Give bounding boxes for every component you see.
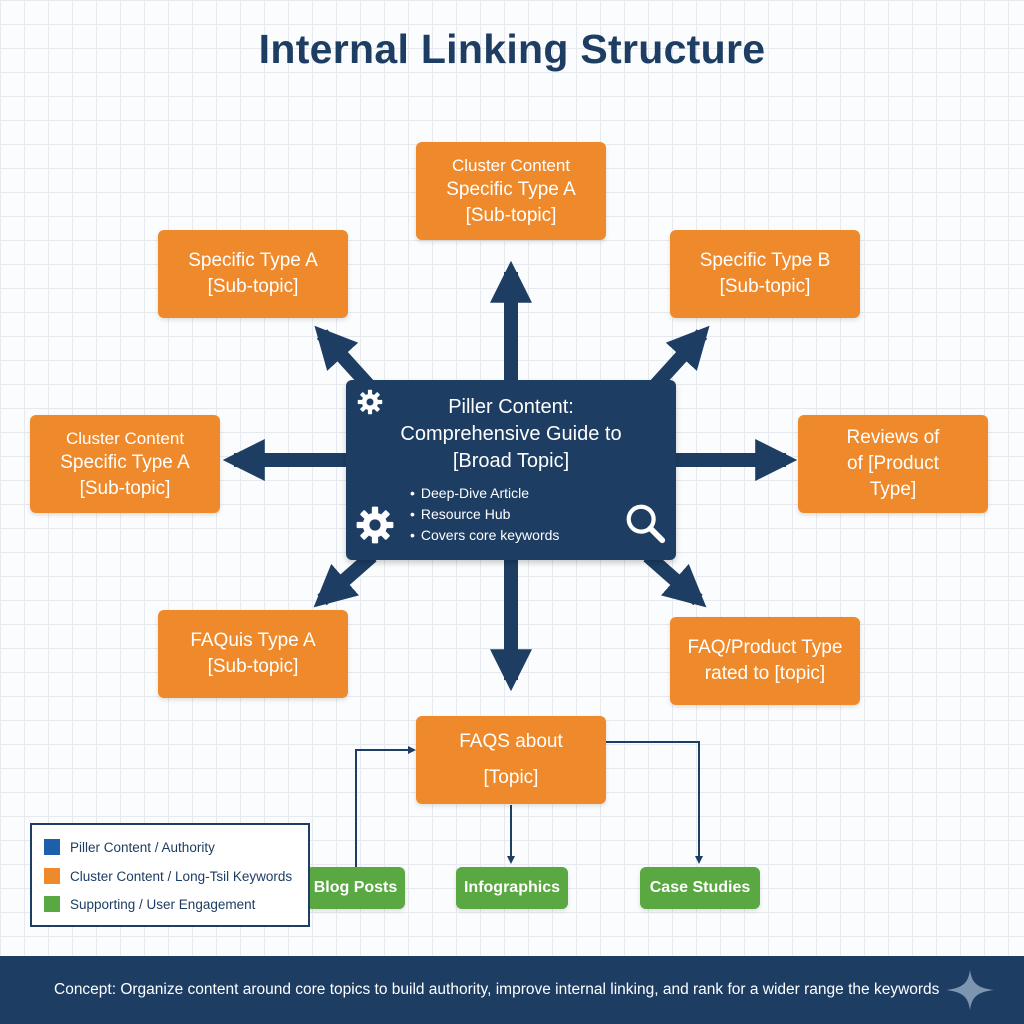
footer-concept-text: Concept: Organize content around core to… xyxy=(54,981,940,998)
supporting-node-case-studies: Case Studies xyxy=(640,867,760,909)
cluster-node-right: Reviews of of [Product Type] xyxy=(798,415,988,513)
legend-item-piller: Piller Content / Authority xyxy=(44,839,215,855)
pillar-bullet: Resource Hub xyxy=(410,504,559,525)
pillar-bullet: Covers core keywords xyxy=(410,525,560,546)
gear-icon xyxy=(357,389,383,415)
pillar-bullet: Deep-Dive Article xyxy=(410,483,559,504)
cluster-node-top-right: Specific Type B [Sub-topic] xyxy=(670,230,860,318)
pillar-node: Piller Content: Comprehensive Guide to [… xyxy=(346,380,676,560)
sparkle-icon xyxy=(946,970,994,1010)
diagram-title: Internal Linking Structure xyxy=(258,26,766,72)
cluster-node-bottom-right: FAQ/Product Type rated to [topic] xyxy=(670,617,860,705)
cluster-node-bottom-faq: FAQS about [Topic] xyxy=(416,716,606,804)
legend-swatch xyxy=(44,896,60,912)
cluster-node-top-left: Specific Type A [Sub-topic] xyxy=(158,230,348,318)
legend: Piller Content / Authority Cluster Conte… xyxy=(30,823,310,927)
link-blog-to-faq xyxy=(355,746,416,868)
legend-item-supporting: Supporting / User Engagement xyxy=(44,896,255,912)
supporting-node-blog-posts: Blog Posts xyxy=(306,867,405,909)
gear-icon xyxy=(356,506,394,544)
arrow-to-bottom-left xyxy=(313,550,377,608)
legend-swatch xyxy=(44,868,60,884)
pillar-title: Piller Content: Comprehensive Guide to [… xyxy=(400,396,622,472)
arrow-to-bottom-right xyxy=(643,550,707,608)
legend-item-cluster: Cluster Content / Long-Tsil Keywords xyxy=(44,868,292,884)
legend-swatch xyxy=(44,839,60,855)
cluster-node-left: Cluster Content Specific Type A [Sub-top… xyxy=(30,415,220,513)
link-faq-to-case-studies xyxy=(606,741,703,864)
pillar-bullet-list: Deep-Dive Article Resource Hub Covers co… xyxy=(410,483,560,546)
cluster-node-top: Cluster Content Specific Type A [Sub-top… xyxy=(416,142,606,240)
footer-banner: Concept: Organize content around core to… xyxy=(0,956,1024,1024)
magnifier-icon xyxy=(626,504,666,544)
cluster-node-bottom-left: FAQuis Type A [Sub-topic] xyxy=(158,610,348,698)
supporting-node-infographics: Infographics xyxy=(456,867,568,909)
